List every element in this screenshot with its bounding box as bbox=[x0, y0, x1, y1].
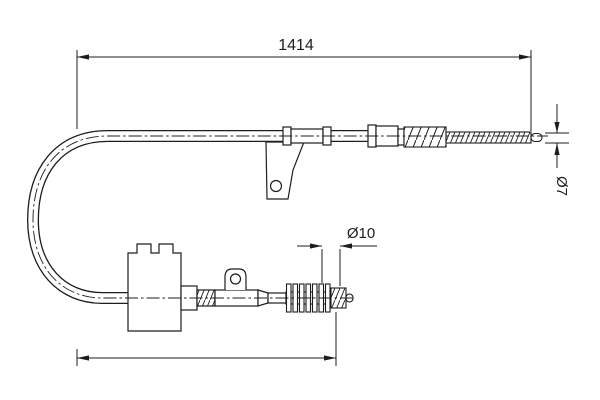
dimension-bottom-length bbox=[76, 312, 337, 366]
arrowhead-up bbox=[554, 143, 560, 155]
dim-label-end-diameter: Ø7 bbox=[553, 176, 570, 196]
arrowhead-right bbox=[310, 243, 322, 249]
centerline bbox=[32, 135, 548, 299]
arrowhead-left bbox=[340, 243, 352, 249]
anchor-tab-hole bbox=[229, 273, 242, 285]
rod-tip bbox=[530, 132, 543, 143]
tension-spring bbox=[403, 126, 447, 148]
mounting-tab-hole bbox=[269, 179, 283, 193]
firewall-bracket bbox=[127, 243, 182, 332]
dimension-boot-diameter: Ø10 bbox=[297, 225, 377, 286]
arrowhead-right bbox=[324, 355, 336, 361]
threaded-rod bbox=[445, 131, 543, 144]
arrowhead-right bbox=[519, 54, 531, 60]
arrowhead-left bbox=[77, 54, 89, 60]
arrowhead-down bbox=[554, 122, 560, 133]
dim-label-total-length: 1414 bbox=[278, 37, 314, 54]
mounting-tab bbox=[265, 141, 305, 200]
dimension-end-diameter: Ø7 bbox=[545, 104, 570, 196]
dim-label-boot-diameter: Ø10 bbox=[347, 225, 375, 242]
arrowhead-left bbox=[77, 355, 89, 361]
dimension-total-length: 1414 bbox=[76, 37, 532, 131]
